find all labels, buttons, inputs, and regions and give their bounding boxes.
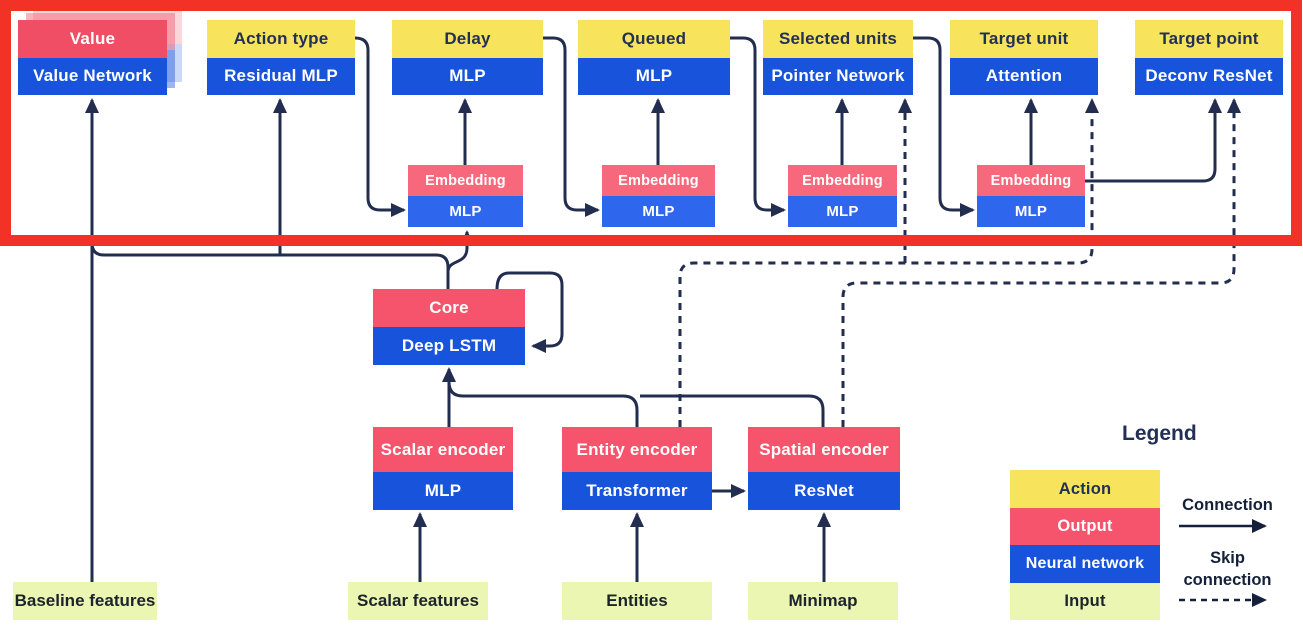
legend-connection-label: Connection — [1182, 496, 1273, 514]
node-delay: Delay MLP — [392, 20, 543, 95]
node-target-point: Target point Deconv ResNet — [1135, 20, 1283, 95]
input-scalar-features: Scalar features — [348, 582, 488, 620]
node-queued: Queued MLP — [578, 20, 730, 95]
embedding4-mlp-label: MLP — [977, 196, 1085, 227]
legend-swatches: Action Output Neural network Input — [1010, 470, 1160, 620]
connection-actiontype-to-embedding1 — [354, 36, 406, 217]
value-network-label: Value Network — [18, 57, 167, 95]
embedding4-label: Embedding — [977, 165, 1085, 196]
embedding1-label: Embedding — [408, 165, 523, 196]
target-point-label: Target point — [1135, 20, 1283, 58]
transformer-label: Transformer — [562, 472, 712, 510]
legend-input-swatch: Input — [1010, 583, 1160, 620]
target-unit-label: Target unit — [950, 20, 1098, 58]
legend-title: Legend — [1122, 422, 1197, 445]
node-embedding-4: Embedding MLP — [977, 165, 1085, 227]
connection-core-to-embedding1 — [446, 230, 474, 287]
node-value: Value Value Network — [18, 20, 167, 95]
legend-action-swatch: Action — [1010, 470, 1160, 508]
node-action-type: Action type Residual MLP — [207, 20, 355, 95]
legend-neural-network-swatch: Neural network — [1010, 545, 1160, 583]
embedding3-label: Embedding — [788, 165, 897, 196]
connection-lstm-self-loop — [495, 271, 564, 353]
embedding2-label: Embedding — [602, 165, 715, 196]
solid-connections — [85, 36, 1222, 582]
core-label: Core — [373, 289, 525, 327]
embedding1-mlp-label: MLP — [408, 196, 523, 227]
embedding3-mlp-label: MLP — [788, 196, 897, 227]
legend-output-swatch: Output — [1010, 508, 1160, 545]
legend-skip-label-line1: Skip — [1210, 549, 1245, 567]
node-entity-encoder: Entity encoder Transformer — [562, 427, 712, 510]
deep-lstm-label: Deep LSTM — [373, 327, 525, 365]
connection-arrow-icon — [1179, 519, 1267, 533]
node-target-unit: Target unit Attention — [950, 20, 1098, 95]
skip-connections — [678, 98, 1241, 427]
node-selected-units: Selected units Pointer Network — [763, 20, 913, 95]
node-embedding-3: Embedding MLP — [788, 165, 897, 227]
attention-label: Attention — [950, 57, 1098, 95]
resnet-label: ResNet — [748, 472, 900, 510]
embedding2-mlp-label: MLP — [602, 196, 715, 227]
residual-mlp-label: Residual MLP — [207, 57, 355, 95]
connection-queued-to-embedding3 — [730, 36, 786, 217]
connection-core-output-left — [90, 242, 450, 289]
action-type-label: Action type — [207, 20, 355, 58]
connection-spatial-encoder-to-lstm — [640, 394, 825, 427]
connection-delay-to-embedding2 — [543, 36, 600, 217]
connection-embedding4-to-deconv-resnet — [1085, 98, 1222, 183]
node-spatial-encoder: Spatial encoder ResNet — [748, 427, 900, 510]
input-entities: Entities — [562, 582, 712, 620]
node-core: Core Deep LSTM — [373, 289, 525, 365]
input-baseline-features: Baseline features — [13, 582, 157, 620]
node-embedding-2: Embedding MLP — [602, 165, 715, 227]
connection-selectedunits-to-embedding4 — [913, 36, 975, 217]
scalar-encoder-mlp-label: MLP — [373, 472, 513, 510]
spatial-encoder-label: Spatial encoder — [748, 427, 900, 472]
connection-entity-encoder-to-lstm — [447, 381, 639, 427]
input-minimap: Minimap — [748, 582, 898, 620]
pointer-network-label: Pointer Network — [763, 57, 913, 95]
skip-connection-arrow-icon — [1179, 593, 1267, 607]
legend-skip-label-line2: connection — [1183, 571, 1272, 589]
scalar-encoder-label: Scalar encoder — [373, 427, 513, 472]
selected-units-label: Selected units — [763, 20, 913, 58]
node-scalar-encoder: Scalar encoder MLP — [373, 427, 513, 510]
queued-mlp-label: MLP — [578, 57, 730, 95]
delay-label: Delay — [392, 20, 543, 58]
entity-encoder-label: Entity encoder — [562, 427, 712, 472]
skip-spatial-encoder-to-deconv-resnet — [841, 98, 1241, 427]
node-embedding-1: Embedding MLP — [408, 165, 523, 227]
delay-mlp-label: MLP — [392, 57, 543, 95]
value-output-label: Value — [18, 20, 167, 58]
skip-entity-encoder-to-attention — [678, 98, 1099, 427]
deconv-resnet-label: Deconv ResNet — [1135, 57, 1283, 95]
queued-label: Queued — [578, 20, 730, 58]
